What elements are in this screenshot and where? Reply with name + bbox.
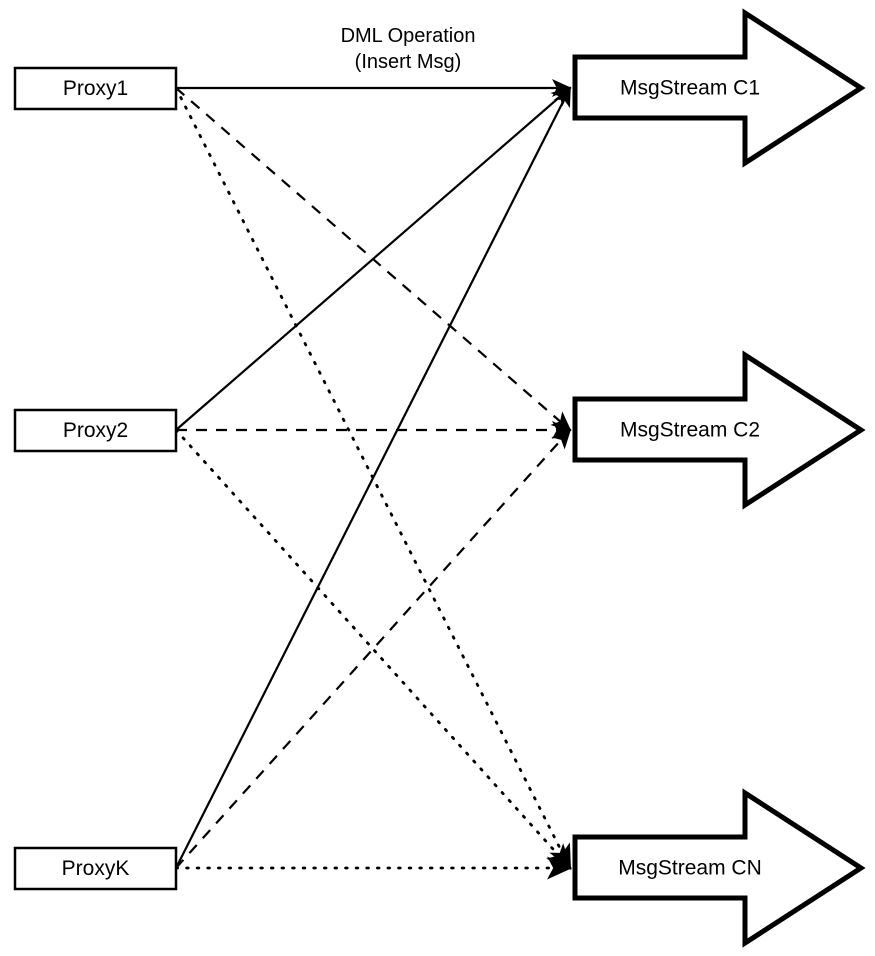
connection-proxy2-to-cn[interactable]: [174, 428, 572, 870]
proxy-node-proxyk[interactable]: ProxyK: [13, 846, 178, 891]
proxy-box-shape: [13, 846, 178, 891]
proxy-box-shape: [13, 66, 178, 111]
stream-nodes-layer: MsgStream C1 MsgStream C2 MsgStream CN: [572, 8, 866, 948]
edge-caption: DML Operation (Insert Msg): [341, 25, 476, 73]
edge-caption-line1: DML Operation: [341, 25, 476, 47]
connections-layer: [174, 78, 573, 880]
connection-line-dotted: [174, 428, 572, 870]
stream-arrow-shape: [572, 8, 866, 168]
connection-line-dashed: [175, 428, 572, 869]
edge-caption-line2: (Insert Msg): [355, 51, 462, 73]
connection-proxy2-to-c1[interactable]: [175, 86, 572, 431]
stream-node-stream_c2[interactable]: MsgStream C2: [572, 350, 866, 510]
connection-line-solid: [175, 86, 572, 431]
proxy-box-shape: [13, 408, 178, 453]
stream-label: MsgStream C1: [620, 77, 760, 100]
stream-label: MsgStream CN: [618, 857, 762, 880]
connection-proxyk-to-c1[interactable]: [175, 86, 571, 869]
proxy-label: Proxy2: [63, 419, 128, 442]
proxy-label: ProxyK: [62, 857, 130, 880]
stream-node-stream_c1[interactable]: MsgStream C1: [572, 8, 866, 168]
stream-node-stream_cn[interactable]: MsgStream CN: [572, 788, 866, 948]
stream-arrow-shape: [572, 350, 866, 510]
proxy-node-proxy1[interactable]: Proxy1: [13, 66, 178, 111]
connection-proxyk-to-c2[interactable]: [175, 428, 572, 869]
proxy-node-proxy2[interactable]: Proxy2: [13, 408, 178, 453]
stream-arrow-shape: [572, 788, 866, 948]
proxy-label: Proxy1: [63, 77, 128, 100]
stream-label: MsgStream C2: [620, 419, 760, 442]
connection-line-solid: [175, 86, 571, 869]
